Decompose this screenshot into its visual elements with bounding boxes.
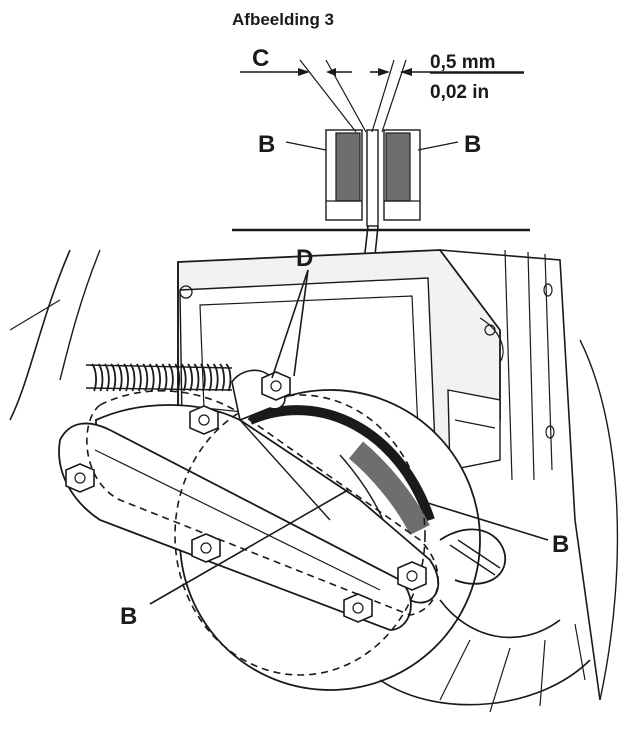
cover-edge-inner <box>59 249 101 381</box>
brake-pad-right <box>348 441 430 536</box>
fan-blade-2 <box>489 647 511 713</box>
fan-blade-1 <box>439 639 471 701</box>
c-arrow-right-icon <box>298 68 310 76</box>
frame-right-edge <box>439 249 601 701</box>
right-brake-pad <box>385 132 411 202</box>
right-spring-housing <box>439 528 506 585</box>
pivot-bolt-center <box>191 533 221 563</box>
gap-arrow-right-icon <box>378 68 390 76</box>
label-b-lower-left: B <box>120 603 137 630</box>
fan-blade-3 <box>539 639 546 707</box>
cover-edge-outer <box>9 249 71 421</box>
pivot-bolt-right <box>397 561 427 591</box>
frame-curve <box>579 339 619 701</box>
caliper-dashed-outline <box>86 390 439 616</box>
measurement-mm: 0,5 mm <box>430 52 495 73</box>
frame-rib-2 <box>527 251 535 481</box>
label-c: C <box>252 45 269 72</box>
right-spring-coil-1 <box>449 544 496 576</box>
disc-dashed-outline <box>174 394 426 676</box>
frame-hole-1 <box>543 283 553 297</box>
b-right-leader <box>417 141 459 151</box>
measurement-inch: 0,02 in <box>430 82 489 103</box>
brake-disc-section <box>366 129 379 227</box>
cover-line <box>9 299 61 331</box>
housing-screw-top-left <box>179 285 193 299</box>
left-pad-backing <box>325 129 363 221</box>
fan-blade-4 <box>574 623 586 681</box>
side-bracket <box>447 389 501 471</box>
housing-tab-hole <box>484 324 496 336</box>
extension-line-3 <box>371 59 395 133</box>
caliper-ridge <box>94 449 381 591</box>
fan-guard-lower <box>379 659 591 706</box>
extension-line-2 <box>325 59 367 133</box>
label-b-inset-left: B <box>258 131 275 158</box>
right-spring-coil-2 <box>457 539 501 569</box>
b-lower-left-leader <box>149 489 349 605</box>
disc-rim-friction-band <box>248 405 435 522</box>
gap-arrow-left-icon <box>400 68 412 76</box>
pivot-bolt-top <box>189 405 219 435</box>
d-leader-left <box>271 269 309 379</box>
extension-line-1 <box>299 59 357 133</box>
left-brake-pad <box>335 132 361 202</box>
housing-tab <box>479 317 504 363</box>
brake-assembly-drawing: ER <box>9 245 619 713</box>
b-lower-right-leader <box>417 499 549 541</box>
frame-rib-3 <box>544 253 553 471</box>
label-b-inset-right: B <box>464 131 481 158</box>
right-pad-backing <box>383 129 421 221</box>
label-d: D <box>296 245 313 272</box>
pivot-bolt-lower <box>343 593 373 623</box>
extension-line-4 <box>381 59 407 133</box>
tension-spring <box>85 363 233 392</box>
d-leader-right <box>293 269 309 377</box>
gap-measurement-inset: C 0,5 mm 0,02 in B B <box>232 45 530 441</box>
label-b-lower-right: B <box>552 531 569 558</box>
adjust-nut-d <box>261 371 291 401</box>
frame-hole-2 <box>545 425 555 439</box>
side-bracket-slot <box>454 419 496 429</box>
figure-title: Afbeelding 3 <box>232 10 334 29</box>
fan-guard-upper <box>439 599 561 639</box>
frame-rib-1 <box>504 249 513 481</box>
lever-rod <box>239 419 331 521</box>
pivot-bolt-left <box>65 463 95 493</box>
b-left-leader <box>285 141 327 151</box>
